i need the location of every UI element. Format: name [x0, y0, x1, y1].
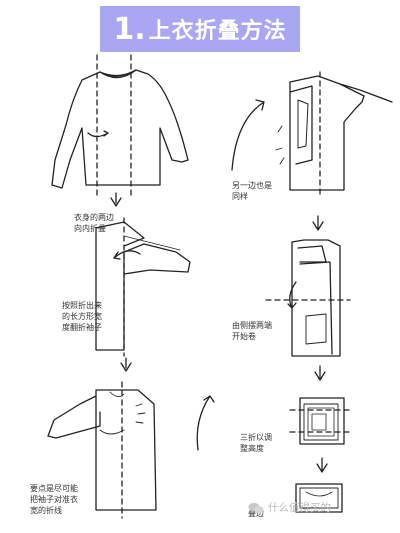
step-note-2: 按照折出来 的长方形宽 度翻折袖子	[62, 301, 102, 332]
watermark: 什么值得买的	[248, 500, 331, 515]
wechat-icon	[248, 502, 264, 513]
curve-arrow-up-icon	[196, 395, 215, 451]
step-note-7: 叠边	[248, 509, 264, 518]
down-arrow-4-icon	[314, 365, 326, 381]
curve-arrow-left-icon	[231, 99, 265, 171]
down-arrow-2-icon	[120, 357, 132, 372]
title-band: 1. 上衣折叠方法	[100, 6, 300, 52]
shirt-step-7	[295, 483, 343, 513]
step-note-1: 衣身的两边 向内折叠	[74, 213, 114, 233]
title-text: 上衣折叠方法	[148, 19, 287, 44]
shirt-step-5	[265, 239, 351, 357]
shirt-step-2	[95, 217, 191, 357]
down-arrow-5-icon	[316, 457, 328, 473]
step-note-3: 要点是尽可能 把袖子对准衣 宽的折线	[30, 484, 78, 515]
title-number: 1.	[113, 11, 146, 47]
step-note-6: 三折以调 整高度	[240, 433, 272, 453]
down-arrow-1-icon	[110, 192, 122, 207]
down-arrow-3-icon	[312, 215, 324, 231]
shirt-step-1	[51, 54, 189, 196]
shirt-step-6	[289, 397, 353, 445]
step-note-4: 另一边也是 同样	[232, 181, 272, 201]
watermark-text: 什么值得买的	[268, 502, 331, 514]
shirt-step-3	[47, 381, 157, 519]
step-note-5: 由侧摆两端 开始卷	[232, 321, 272, 341]
shirt-step-4	[275, 71, 393, 197]
